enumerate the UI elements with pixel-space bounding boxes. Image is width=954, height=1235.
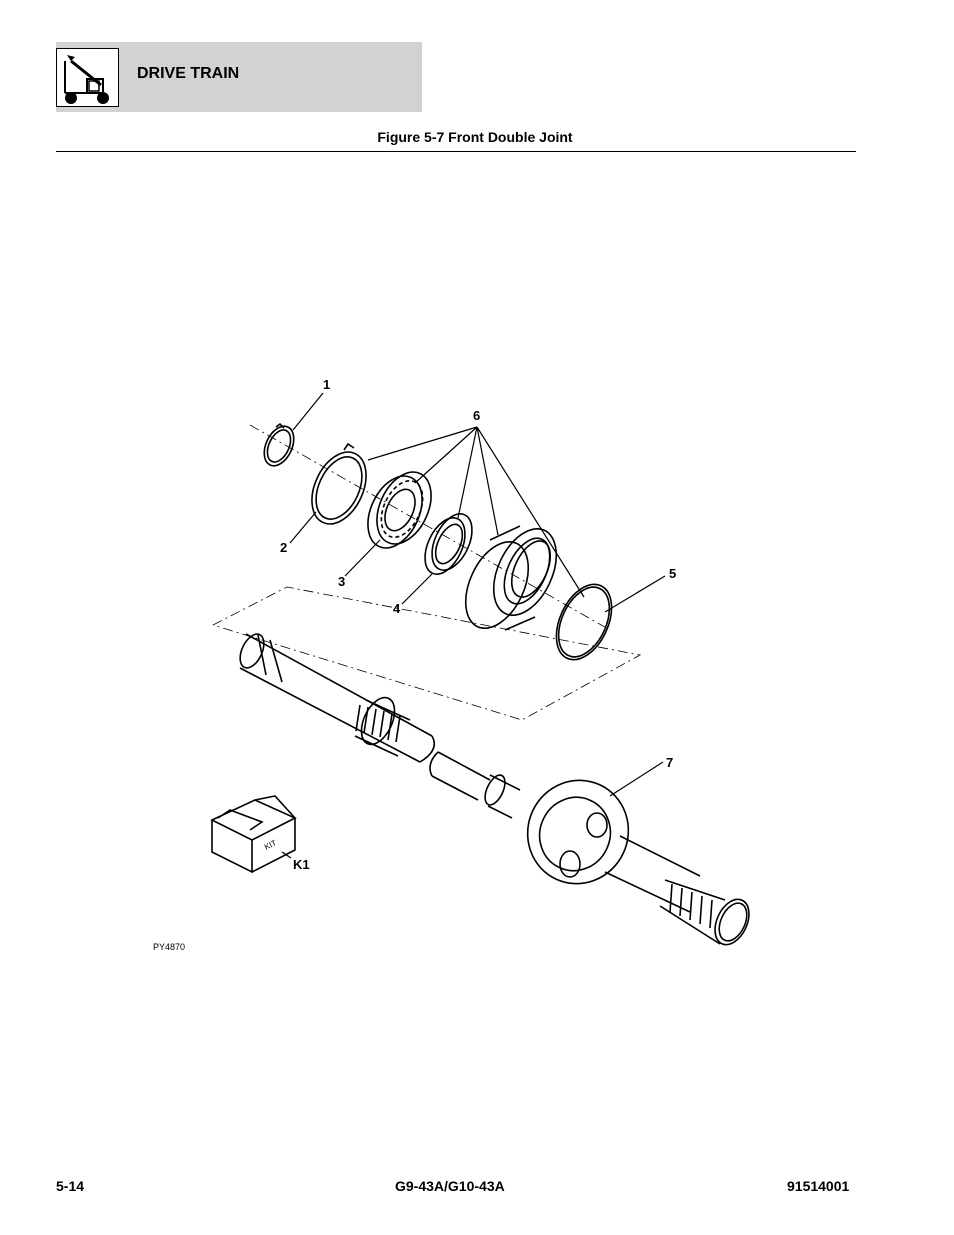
section-title: DRIVE TRAIN [137,65,240,82]
callout-6: 6 [473,408,481,423]
snap-ring-small [263,422,295,467]
callout-k1: K1 [293,857,310,872]
callout-1: 1 [323,377,331,392]
kit-label: KIT [263,838,278,852]
shaft-stub [239,633,436,763]
telehandler-icon [56,48,119,107]
double-joint-shaft [429,751,750,946]
seal [424,513,473,575]
header-rule [56,151,856,152]
page-number: 5-14 [56,1178,85,1194]
bearing-housing [464,525,558,631]
image-id: PY4870 [153,942,186,952]
callout-2: 2 [280,540,288,555]
callout-7: 7 [666,755,674,770]
manual-number: 91514001 [787,1178,850,1194]
snap-ring-large [311,442,367,525]
o-ring [555,583,613,661]
callout-4: 4 [393,601,401,616]
model-number: G9-43A/G10-43A [395,1178,505,1194]
callout-5: 5 [669,566,677,581]
bearing [367,471,432,549]
kit-box [210,795,297,874]
figure-title: Figure 5-7 Front Double Joint [377,129,573,145]
leader-lines [281,392,666,859]
callout-3: 3 [338,574,346,589]
